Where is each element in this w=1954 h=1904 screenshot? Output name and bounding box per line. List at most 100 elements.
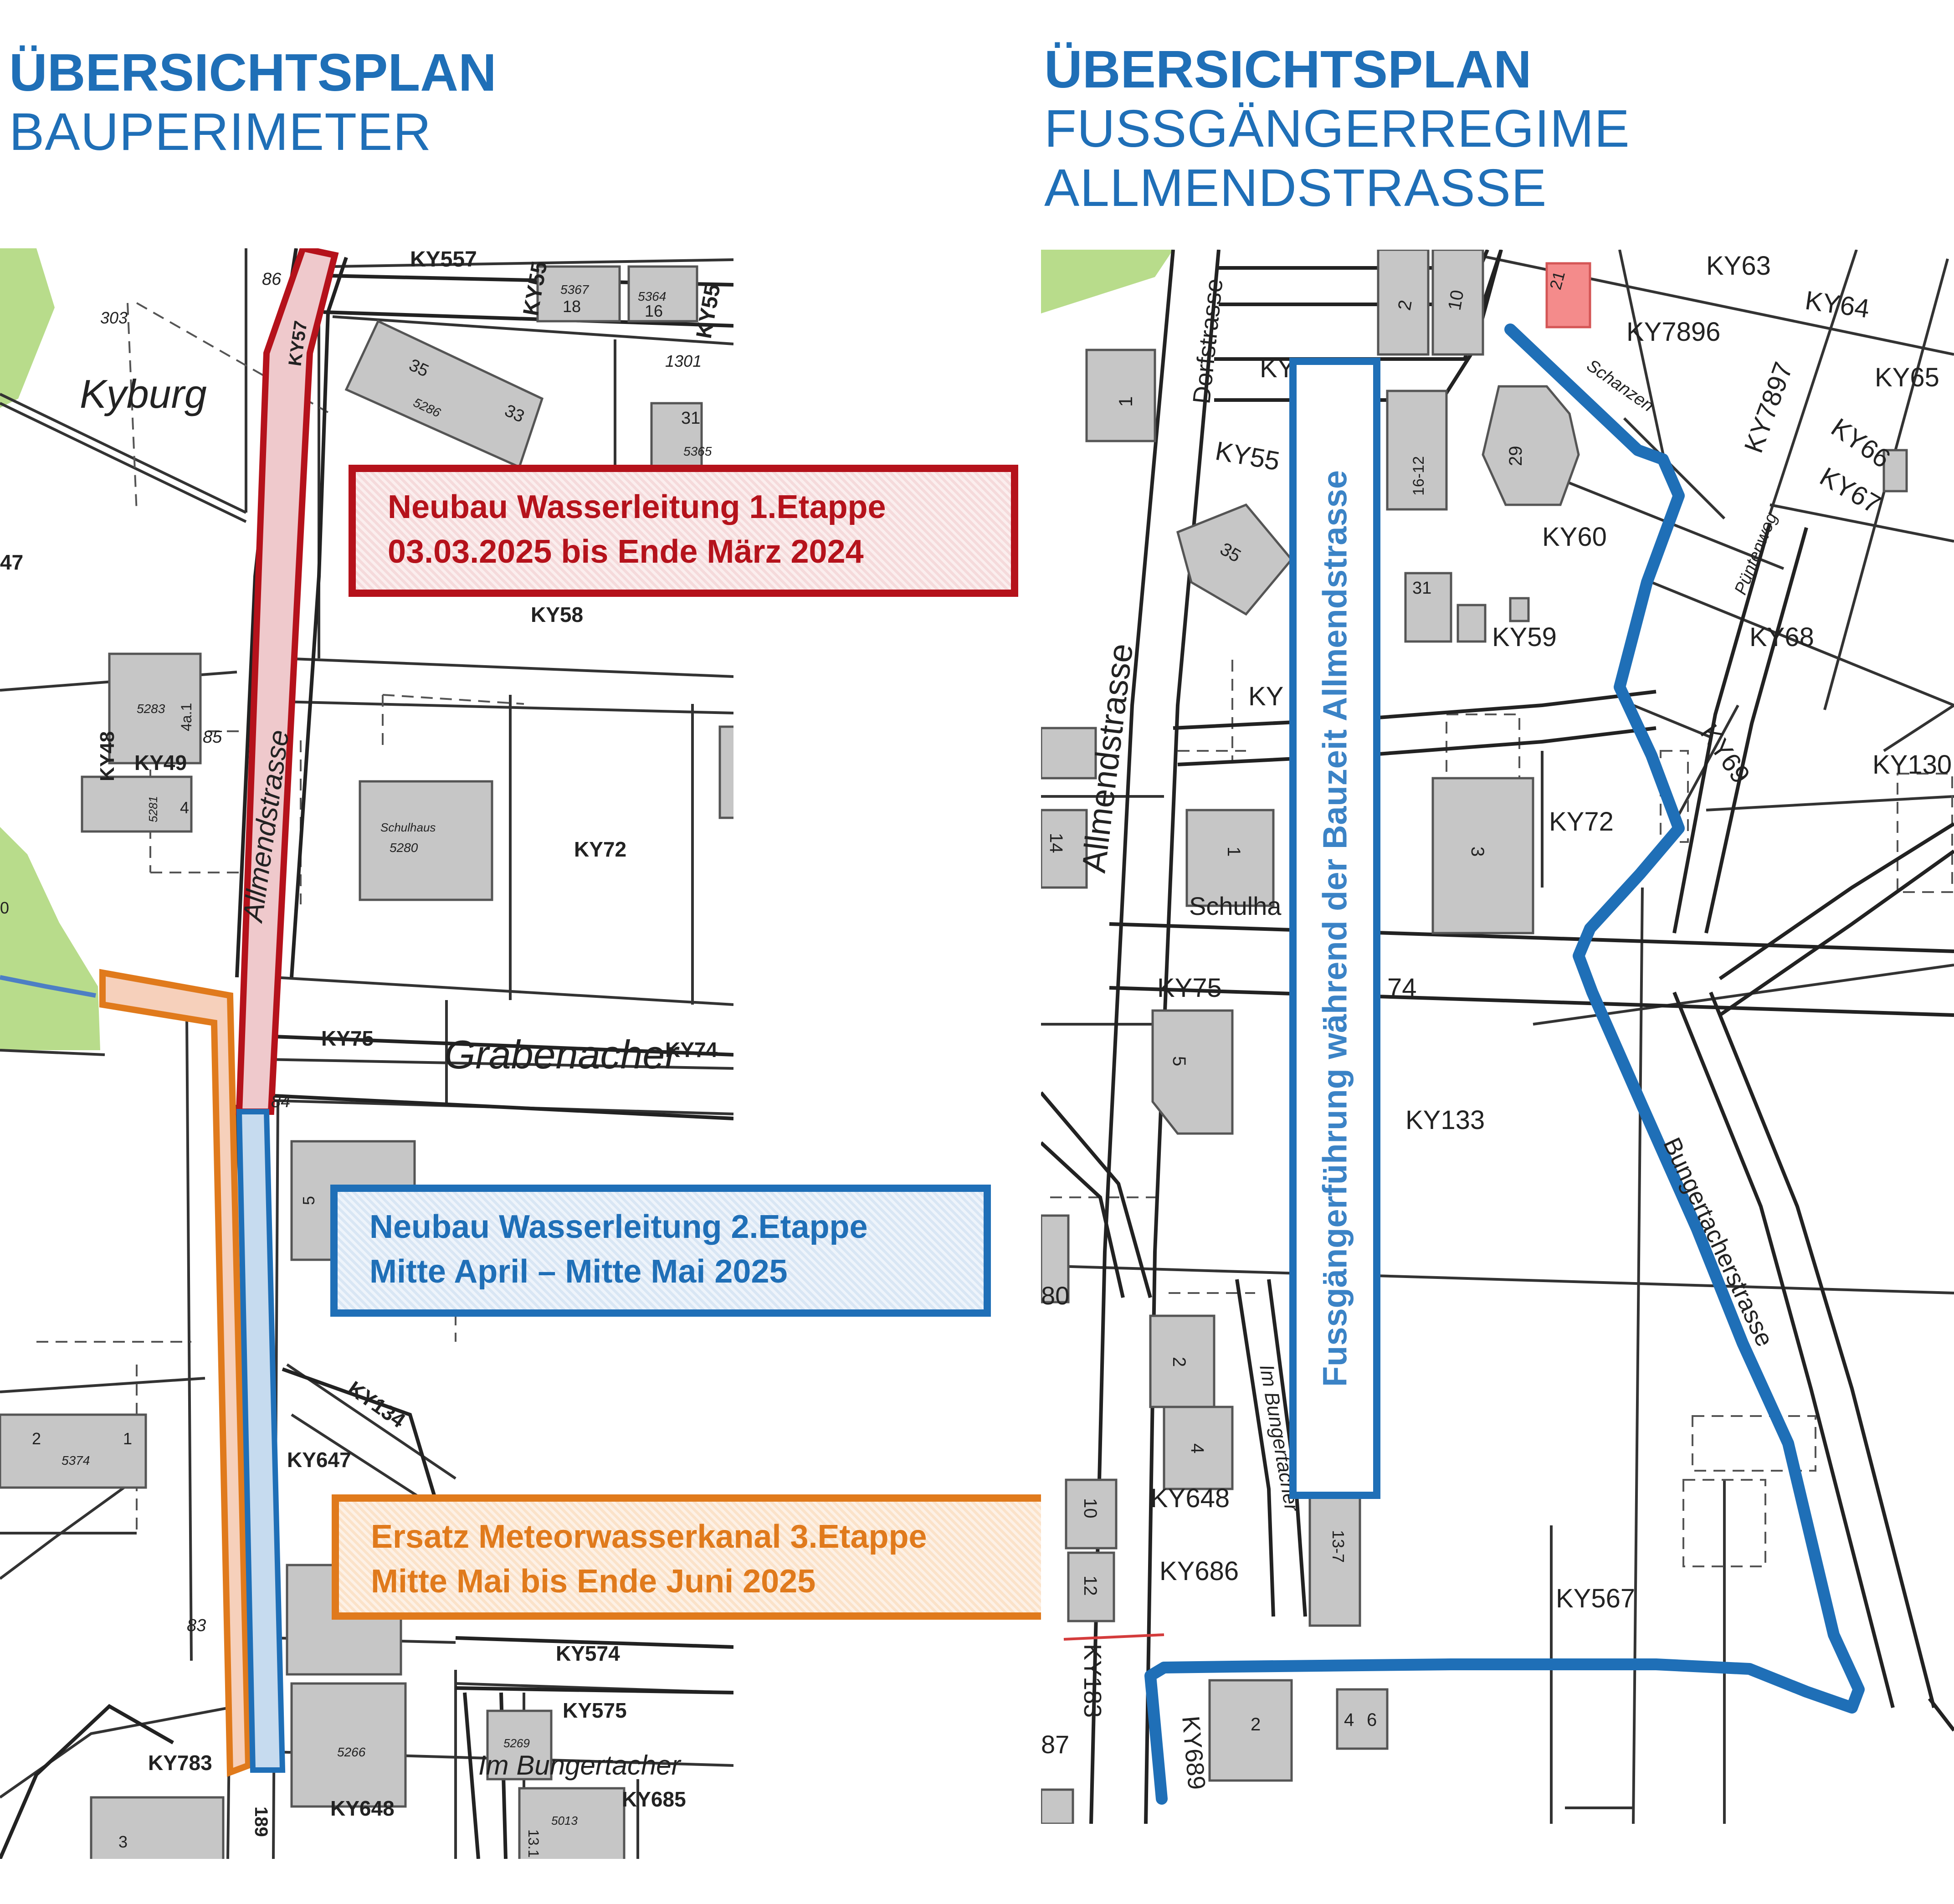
callout-1-line2: 03.03.2025 bis Ende März 2024 [388,534,864,570]
label-h1301: 1301 [665,352,702,370]
label-n1-top: 1 [1115,396,1136,407]
label-n5365: 5365 [683,444,712,458]
callout-1-line1: Neubau Wasserleitung 1.Etappe [388,489,886,525]
label-ky7896: KY7896 [1626,317,1720,347]
label-bungertacherstrasse: Bungertacherstrasse [1658,1134,1779,1351]
right-map-canvas: Dorfstrasse Allmendstrasse Schanzen Pünt… [1041,250,1954,1824]
building-4-6 [1336,1688,1389,1750]
label-h86: 86 [262,270,282,289]
etappe-3-area [99,969,252,1777]
building-5 [1151,1009,1234,1135]
left-title: ÜBERSICHTSPLAN [9,43,497,102]
label-h84: 84 [271,1092,290,1111]
right-subtitle-line2: ALLMENDSTRASSE [1044,158,1547,217]
label-ky648: KY648 [330,1796,395,1820]
label-n3: 3 [118,1832,128,1851]
building-5269 [486,1709,553,1781]
building-16-12 [1386,390,1448,511]
building-12-lower [1067,1551,1115,1622]
label-ky567: KY567 [1556,1584,1635,1613]
building-14-bottom [1041,1788,1074,1824]
label-n31: 31 [1412,579,1431,598]
building-35-33 [344,319,544,469]
label-n5283: 5283 [137,702,165,716]
label-dorfstrasse: Dorfstrasse [1188,277,1228,405]
label-189: 189 [251,1806,271,1837]
callout-etappe-1: Neubau Wasserleitung 1.Etappe 03.03.2025… [349,465,1018,597]
label-n80: 80 [1041,1281,1069,1310]
right-subtitle-line1: FUSSGÄNGERREGIME [1044,98,1630,158]
label-n16: 16 [645,302,663,320]
building-small-2 [1509,597,1530,622]
label-n4: 4 [180,798,189,817]
label-ky648: KY648 [1150,1483,1230,1513]
red-parcel-line [1063,1633,1164,1641]
building-2 [1377,250,1430,356]
label-n18: 18 [563,297,581,316]
building-left-3 [1041,1214,1070,1304]
label-ky74: KY74 [665,1038,718,1062]
left-subtitle: BAUPERIMETER [9,102,432,161]
label-ky55: KY55 [1213,436,1282,477]
label-n14-mid: 14 [1046,833,1066,853]
label-n5: 5 [1169,1056,1189,1066]
label-ky557: KY557 [410,248,477,272]
left-title-block: ÜBERSICHTSPLAN BAUPERIMETER [9,43,497,162]
green-area-top [0,248,55,408]
stream-line [0,975,96,998]
label-ky64: KY64 [1803,286,1872,324]
building-schulhaus [359,780,493,901]
label-n5281: 5281 [146,796,160,822]
label-n16-12: 16-12 [1410,456,1427,496]
label-n12-lower: 12 [1080,1576,1100,1596]
pedestrian-routing-label-box: Fussgängerführung während der Bauzeit Al… [1289,358,1380,1499]
right-map[interactable]: Dorfstrasse Allmendstrasse Schanzen Pünt… [1041,250,1954,1824]
building-5367 [536,265,621,323]
label-n2-bottom: 2 [1251,1714,1261,1735]
building-left-2 [1041,809,1088,889]
callout-3-line2: Mitte Mai bis Ende Juni 2025 [371,1563,816,1600]
label-ky65: KY65 [1875,363,1939,392]
etappe-1-area [236,248,339,1115]
label-ky48: KY48 [96,731,118,781]
label-ky72: KY72 [1549,807,1614,837]
building-2-bottom [1208,1679,1293,1782]
label-ky59: KY59 [1492,622,1557,652]
label-n2: 2 [32,1429,41,1448]
label-n4-bottom: 4 [1344,1710,1354,1730]
building-5013 [518,1787,626,1859]
label-ky: KY [1260,354,1295,383]
label-ky75: KY75 [1157,973,1222,1003]
right-title-block: ÜBERSICHTSPLAN FUSSGÄNGERREGIME ALLMENDS… [1044,40,1630,218]
building-2-lower [1149,1314,1215,1408]
label-n5280: 5280 [390,841,418,855]
building-edge [718,725,733,819]
building-left-1 [1041,727,1097,780]
callout-3-line1: Ersatz Meteorwasserkanal 3.Etappe [371,1519,927,1555]
building-35 [1176,503,1293,616]
label-ky63: KY63 [1706,251,1771,281]
label-n5013: 5013 [551,1814,578,1827]
label-ky72: KY72 [574,837,626,861]
green-area-mid [0,827,100,1050]
building-5281 [81,775,193,833]
etappe-2-area [236,1109,286,1773]
building-5364 [627,265,698,323]
label-n6-bottom: 6 [1367,1710,1377,1730]
label-grabenacher: Grabenacher [444,1032,680,1077]
callout-etappe-3: Ersatz Meteorwasserkanal 3.Etappe Mitte … [332,1494,1067,1620]
pedestrian-routing-label: Fussgängerführung während der Bauzeit Al… [1316,470,1354,1387]
label-ky68: KY68 [1749,622,1814,652]
label-ky130: KY130 [1872,750,1952,780]
label-puentenweg: Püntenweg [1731,510,1781,597]
label-n3: 3 [1467,847,1487,857]
building-21 [1545,262,1591,328]
label-n5269: 5269 [503,1736,530,1750]
label-schulhaus: Schulha [1189,892,1282,920]
label-ky58: KY58 [531,603,583,626]
label-ky183: KY183 [1079,1644,1106,1718]
label-ky689: KY689 [1177,1715,1210,1791]
building-31 [1404,572,1452,643]
label-n4a1: 4a.1 [178,703,195,731]
label-n87: 87 [1041,1730,1069,1759]
